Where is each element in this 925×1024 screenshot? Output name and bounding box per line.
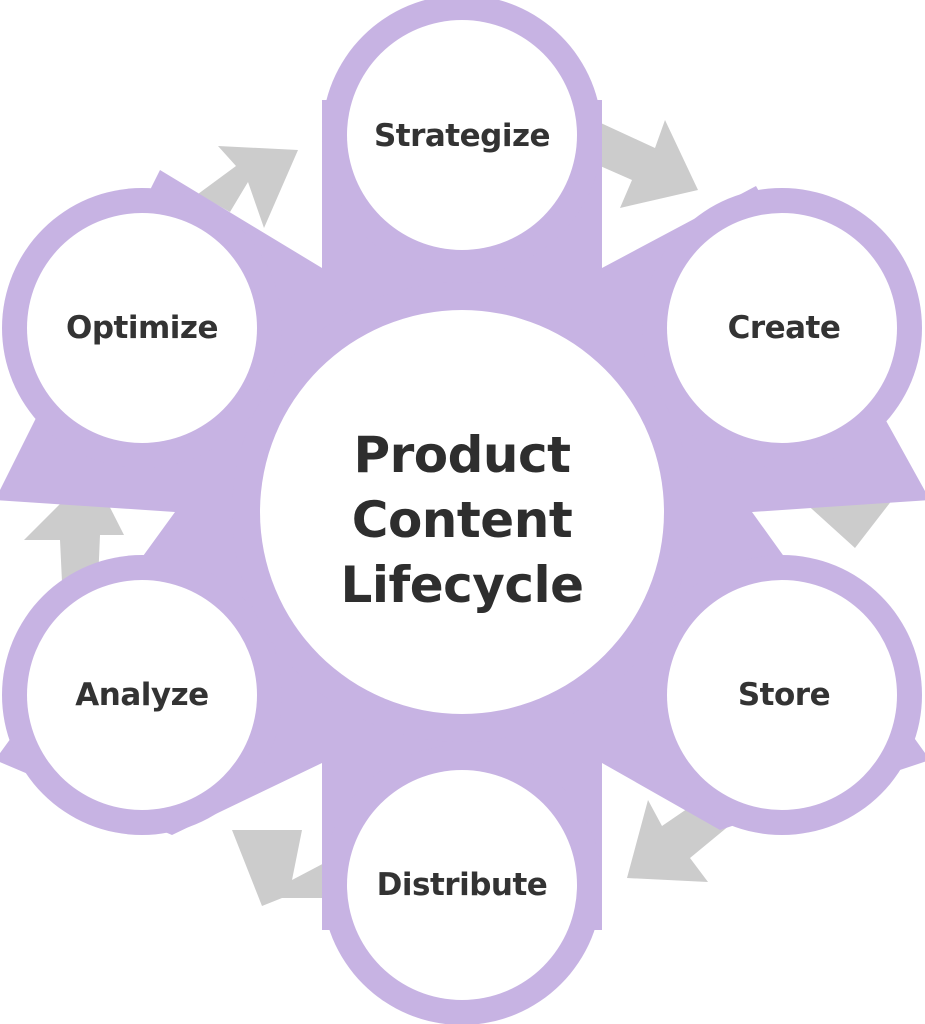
stage-label-distribute: Distribute	[377, 867, 548, 903]
arrow-optimize-to-strategize	[198, 146, 298, 228]
arrow-strategize-to-create	[582, 118, 698, 208]
stage-labels: Strategize Create Store Distribute Analy…	[66, 118, 841, 903]
node-disc-create	[667, 213, 897, 443]
node-disc-store	[667, 580, 897, 810]
node-disc-strategize	[347, 20, 577, 250]
stage-label-strategize: Strategize	[374, 118, 550, 154]
node-discs	[27, 20, 897, 1000]
node-disc-analyze	[27, 580, 257, 810]
stage-label-store: Store	[738, 677, 830, 713]
center-title: Product Content Lifecycle	[340, 426, 584, 614]
center-title-line-1: Product	[353, 426, 570, 484]
stage-label-optimize: Optimize	[66, 310, 218, 346]
node-disc-optimize	[27, 213, 257, 443]
center-disc	[260, 310, 664, 714]
arrow-distribute-to-analyze	[232, 830, 330, 906]
center-title-line-2: Content	[352, 491, 572, 549]
node-disc-distribute	[347, 770, 577, 1000]
stage-label-analyze: Analyze	[75, 677, 208, 713]
stage-label-create: Create	[728, 310, 841, 346]
center-title-line-3: Lifecycle	[340, 556, 583, 614]
